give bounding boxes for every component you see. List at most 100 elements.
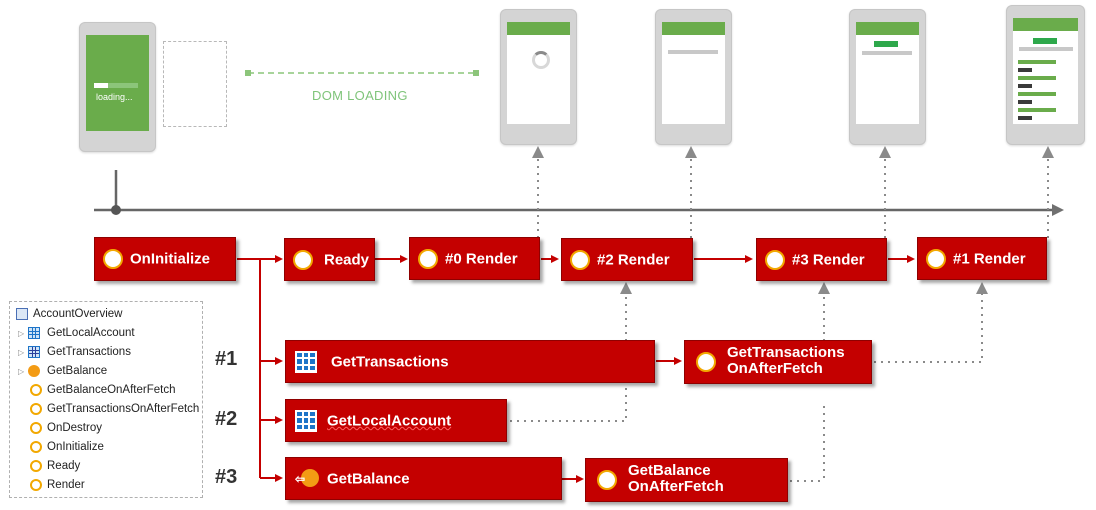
node-get-transactions[interactable]: GetTransactions [285,340,655,383]
node-get-transactions-on-after-fetch[interactable]: GetTransactions OnAfterFetch [684,340,872,384]
tree-item-label: Render [47,479,85,491]
node-render0[interactable]: #0 Render [409,237,540,280]
header-bar [1013,18,1078,31]
header-bar [507,22,570,35]
phone-screen [662,22,725,124]
client-action-icon [418,248,438,269]
node-label-line2: OnAfterFetch [628,478,724,495]
client-action-icon [30,422,42,434]
tree-item-label: GetBalanceOnAfterFetch [47,384,176,396]
node-label-line2: OnAfterFetch [727,360,823,377]
order-marker-2: #2 [215,408,238,430]
aggregate-icon [28,346,40,358]
element-tree-panel: AccountOverview ▷ GetLocalAccount ▷ GetT… [9,301,203,498]
aggregate-icon [295,350,317,373]
header-bar [856,22,919,35]
list-row [1018,68,1032,72]
header-bar [662,22,725,35]
dotted-arrowheads [532,146,1054,294]
content-line [668,50,718,54]
tree-item-label: Ready [47,460,81,472]
client-action-icon [30,403,42,415]
aggregate-icon [28,327,40,339]
node-get-balance-on-after-fetch[interactable]: GetBalance OnAfterFetch [585,458,788,502]
node-render1[interactable]: #1 Render [917,237,1047,280]
tree-item-label: OnDestroy [47,422,102,434]
render-to-screen-links [510,152,1049,482]
node-label-line1: GetTransactions [727,344,845,361]
phone-loading-screen: loading... [79,22,156,152]
list-row [1018,100,1032,104]
expand-arrow-icon[interactable]: ▷ [18,367,25,376]
loading-text: loading... [96,92,133,102]
phone-render1 [1006,5,1085,145]
client-action-icon [765,249,785,270]
phone-render3 [849,9,926,145]
order-marker-1: #1 [215,348,238,370]
order-marker-3: #3 [215,466,238,488]
tree-root-label: AccountOverview [33,308,123,320]
node-get-local-account[interactable]: GetLocalAccount [285,399,507,442]
phone-render2 [655,9,732,145]
node-label: GetLocalAccount [327,412,452,429]
node-label: #1 Render [953,250,1026,267]
node-label: Ready [324,251,370,268]
client-action-icon [30,441,42,453]
client-action-icon [30,384,42,396]
progress-fill [94,83,108,88]
data-action-icon [28,365,40,377]
node-label: #0 Render [445,250,518,267]
node-label: GetBalance [327,470,410,487]
node-label: #2 Render [597,251,670,268]
node-on-initialize[interactable]: OnInitialize [94,237,236,281]
timeline [94,170,1064,216]
expand-arrow-icon[interactable]: ▷ [18,348,25,357]
list-row [1018,84,1032,88]
node-label-line1: GetBalance [628,462,711,479]
node-get-balance[interactable]: ⇦ GetBalance [285,457,562,500]
client-action-icon [570,249,590,270]
client-action-icon [30,479,42,491]
node-label: #3 Render [792,251,865,268]
balance-chip [874,41,898,47]
list-row [1018,108,1056,112]
dom-loading-label: DOM LOADING [312,88,408,103]
screen-icon [16,308,28,320]
tree-item-label: GetLocalAccount [47,327,135,339]
dom-loading-line [245,70,479,76]
phone-screen [1013,18,1078,124]
list-row [1018,116,1032,120]
list-row [1018,92,1056,96]
client-action-icon [293,249,313,270]
list-row [1018,60,1056,64]
client-action-icon [103,249,123,269]
content-line [862,51,912,55]
progress-bar [94,83,138,88]
expand-arrow-icon[interactable]: ▷ [18,329,25,338]
tree-item-label: OnInitialize [47,441,104,453]
node-label: OnInitialize [130,250,211,268]
tree-item-label: GetTransactions [47,346,131,358]
node-render3[interactable]: #3 Render [756,238,887,281]
spinner-icon [532,51,550,69]
client-action-icon [30,460,42,472]
blank-screen-placeholder [163,41,227,127]
tree-item-label: GetBalance [47,365,108,377]
content-line [1019,47,1073,51]
list-row [1018,76,1056,80]
tree-item-label: GetTransactionsOnAfterFetch [47,403,200,415]
phone-render0 [500,9,577,145]
phone-screen [856,22,919,124]
phone-screen [507,22,570,124]
node-ready[interactable]: Ready [284,238,375,281]
phone-screen: loading... [86,35,149,131]
node-label: GetTransactions OnAfterFetch [727,345,845,377]
balance-chip [1033,38,1057,44]
client-action-icon [926,248,946,269]
node-label: GetBalance OnAfterFetch [628,463,724,495]
flow-arrows [237,255,915,483]
node-render2[interactable]: #2 Render [561,238,693,281]
aggregate-icon [295,409,317,432]
